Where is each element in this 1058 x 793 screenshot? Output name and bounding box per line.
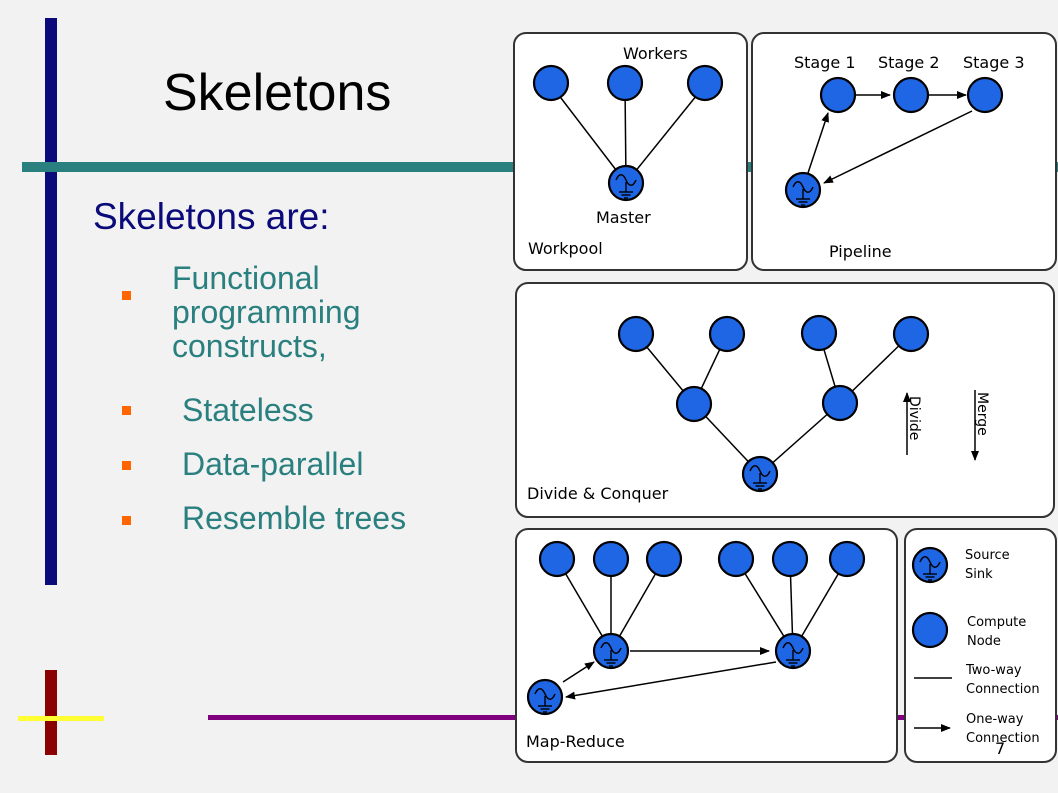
compute-node — [717, 540, 755, 578]
workpool-panel — [513, 32, 748, 271]
legend-label: Sink — [965, 567, 993, 582]
page-number: 7 — [995, 739, 1005, 758]
master-source-sink-node — [607, 164, 645, 202]
stage-label: Stage 2 — [878, 53, 940, 72]
divide-conquer-caption: Divide & Conquer — [527, 484, 669, 503]
compute-node — [645, 540, 683, 578]
decorative-vertical-bar-red — [45, 670, 57, 755]
arrow-connection — [823, 110, 973, 184]
bullet-text-data-parallel: Data-parallel — [182, 447, 363, 481]
compute-node — [828, 540, 866, 578]
pipeline-diagram: Stage 1 Stage 2 Stage 3 Pipeline — [784, 53, 1025, 261]
worker-node — [532, 64, 570, 102]
bullet-text-functional: Functional programming constructs, — [172, 261, 361, 363]
legend-panel — [904, 528, 1057, 763]
divide-conquer-panel — [515, 282, 1055, 518]
legend-label: Connection — [966, 731, 1040, 746]
stage-node — [819, 76, 857, 114]
bullet-line: Resemble trees — [182, 500, 407, 536]
divide-conquer-source-sink-node — [741, 455, 779, 493]
stage-node — [892, 76, 930, 114]
compute-node — [821, 384, 859, 422]
worker-node — [686, 64, 724, 102]
divide-conquer-diagram: Divide Merge Divide & Conquer — [527, 314, 990, 503]
legend-label: Source — [965, 548, 1010, 563]
stage-node — [966, 76, 1004, 114]
connection-line — [550, 84, 627, 184]
legend-label: One-way — [966, 712, 1024, 727]
compute-node — [592, 540, 630, 578]
legend-label: Connection — [966, 682, 1040, 697]
connection-line — [625, 84, 706, 184]
workers-label: Workers — [623, 44, 688, 63]
worker-node — [606, 64, 644, 102]
bullet-marker — [122, 291, 131, 300]
bullet-line: constructs, — [172, 328, 327, 364]
master-label: Master — [596, 208, 651, 227]
legend-label: Node — [967, 634, 1001, 649]
workpool-diagram: Workers Master Workpool — [528, 44, 724, 258]
legend-label: Compute — [967, 615, 1026, 630]
compute-node — [771, 540, 809, 578]
bullet-marker — [122, 406, 131, 415]
bullet-line: Data-parallel — [182, 446, 364, 482]
decorative-vertical-bar-blue — [45, 18, 57, 585]
merge-label: Merge — [974, 392, 990, 436]
compute-node — [538, 540, 576, 578]
arrow-connection — [562, 661, 595, 683]
stage-label: Stage 3 — [963, 53, 1025, 72]
stage-label: Stage 1 — [794, 53, 856, 72]
legend-source-sink-icon — [911, 546, 949, 584]
slide-title: Skeletons — [163, 64, 392, 122]
map-source-sink-node — [592, 632, 630, 670]
bullet-line: Stateless — [182, 392, 314, 428]
bullet-line: Functional — [172, 260, 320, 296]
compute-node — [892, 315, 930, 353]
decorative-horizontal-bar-yellow — [18, 716, 104, 721]
slide-subtitle: Skeletons are: — [93, 196, 330, 237]
workpool-caption: Workpool — [528, 239, 603, 258]
pipeline-source-sink-node — [784, 171, 822, 209]
compute-node — [800, 314, 838, 352]
compute-node — [675, 385, 713, 423]
legend-label: Two-way — [965, 663, 1022, 678]
arrow-connection — [807, 112, 829, 174]
legend: Source Sink Compute Node Two-way Connect… — [911, 546, 1040, 746]
compute-node — [617, 315, 655, 353]
map-reduce-source-sink-node — [526, 678, 564, 716]
legend-compute-node-icon — [911, 611, 949, 649]
bullet-text-stateless: Stateless — [182, 393, 314, 427]
reduce-source-sink-node — [774, 632, 812, 670]
pipeline-caption: Pipeline — [829, 242, 892, 261]
map-reduce-diagram: Map-Reduce — [526, 540, 866, 751]
arrow-connection — [565, 661, 777, 700]
bullet-text-resemble-trees: Resemble trees — [182, 501, 406, 535]
bullet-line: programming — [172, 294, 361, 330]
compute-node — [708, 315, 746, 353]
map-reduce-caption: Map-Reduce — [526, 732, 625, 751]
bullet-marker — [122, 516, 131, 525]
bullet-marker — [122, 461, 131, 470]
divide-label: Divide — [906, 396, 922, 440]
